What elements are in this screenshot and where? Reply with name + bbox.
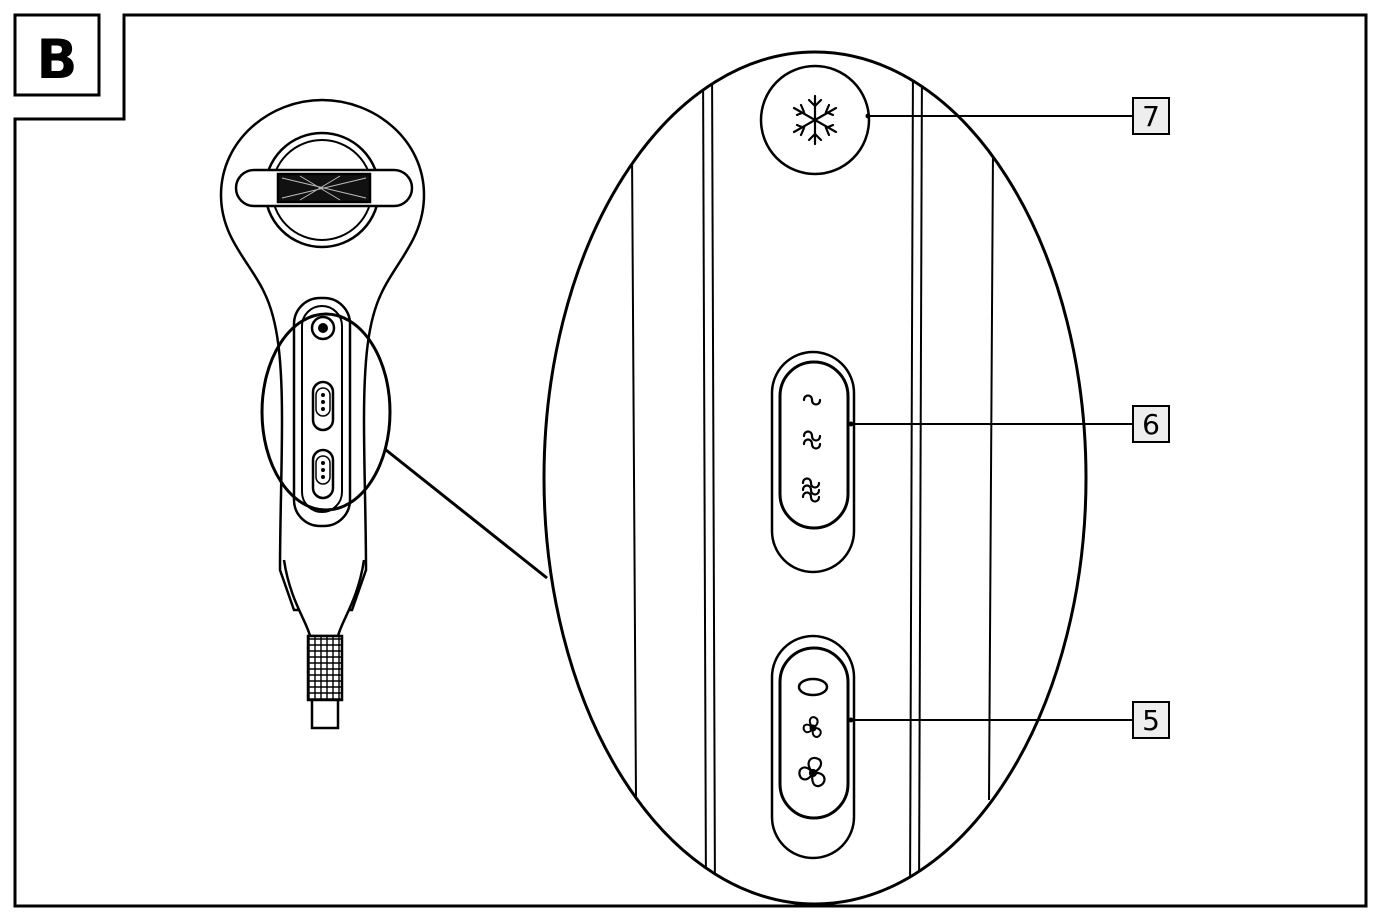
cool-shot-button [759,64,871,176]
heat-setting-switch [770,350,856,574]
callout-5: 5 [848,701,1170,739]
callout-5-number: 5 [1142,704,1160,737]
heat-low-wave-icon [802,394,822,406]
callout-7: 7 [865,97,1170,135]
heat-high-wave-icon [801,477,821,503]
magnifier-small-ellipse [260,312,392,512]
heat-medium-wave-icon [802,430,822,450]
fan-high-icon [798,756,826,788]
dryer-handle-bottom [282,559,366,638]
housing-edge-left-outer [631,149,637,801]
speed-setting-switch [770,634,856,860]
callout-6: 6 [848,405,1170,443]
dryer-cable-grip [306,634,344,702]
off-ring-icon [797,677,829,697]
callout-7-number: 7 [1142,100,1160,133]
magnifier-large-ellipse [542,50,1088,906]
snowflake-icon [792,94,838,146]
section-label: B [13,13,101,97]
dryer-cable [310,698,340,730]
figure-frame [13,13,1368,908]
fan-low-icon [802,716,822,739]
section-letter: B [36,28,77,91]
magnifier-connector [385,448,548,580]
hair-dryer-overview [219,98,426,730]
magnified-detail [542,50,1088,906]
housing-edge-right-outer [988,149,994,801]
callout-6-number: 6 [1142,408,1160,441]
